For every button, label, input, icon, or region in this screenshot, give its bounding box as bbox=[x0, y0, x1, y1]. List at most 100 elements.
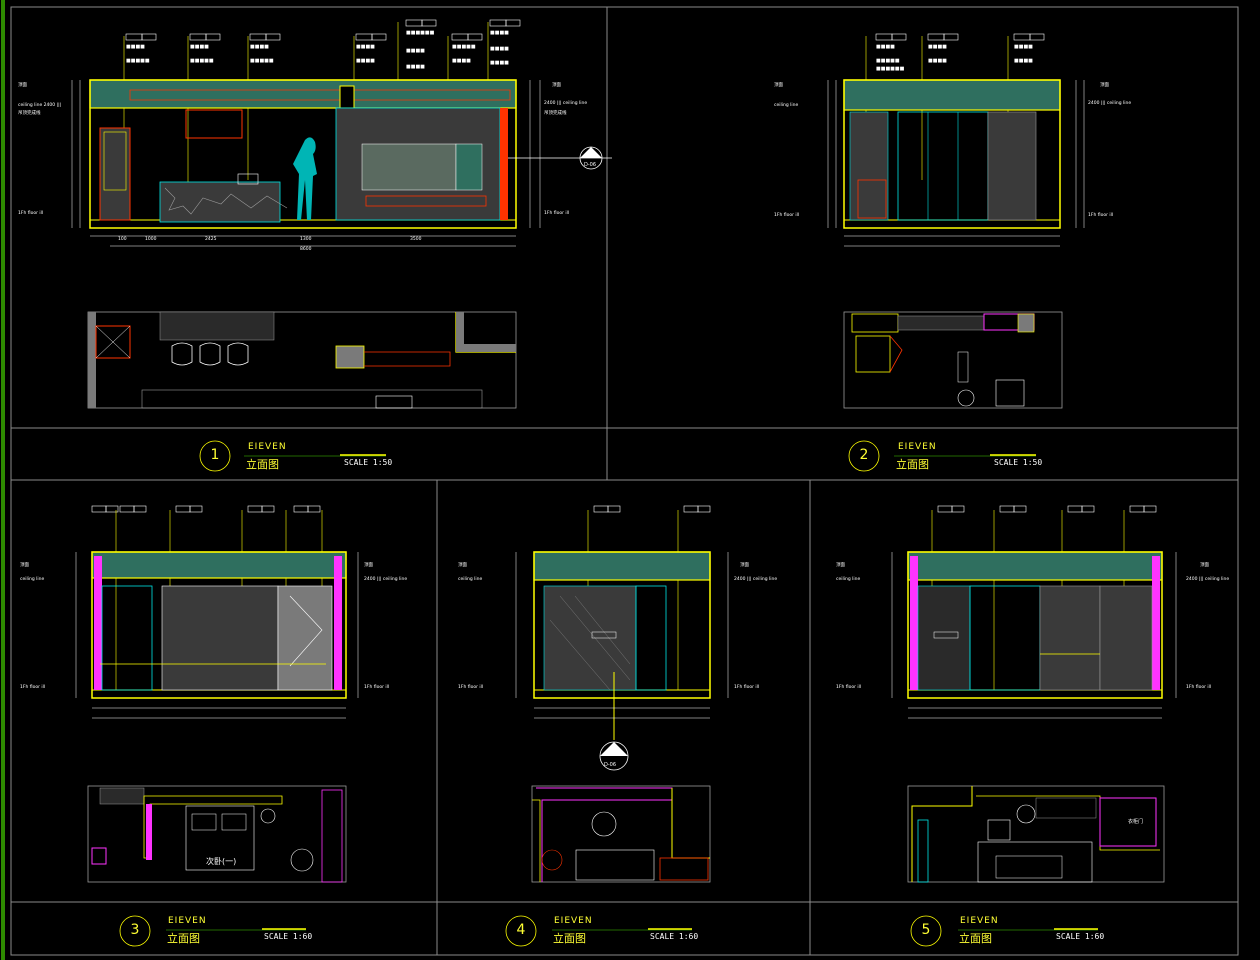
panel-1-title-en: EIEVEN bbox=[248, 442, 287, 452]
panel-5-title-cn: 立面图 bbox=[959, 932, 992, 945]
panel-1-elevation: ■■■■■■■■■ ■■■■■■■■■ ■■■■■■■■■ ■■■■■■■■ ■… bbox=[18, 19, 612, 252]
svg-text:1Fh floor ill: 1Fh floor ill bbox=[544, 210, 569, 216]
svg-text:1Fh floor ill: 1Fh floor ill bbox=[18, 210, 43, 216]
panel-5-title-en: EIEVEN bbox=[960, 916, 999, 926]
panel-3-number: 3 bbox=[130, 922, 140, 938]
panel-1-number: 1 bbox=[210, 447, 220, 463]
svg-text:ceiling line: ceiling line bbox=[836, 576, 860, 582]
svg-text:ceiling line: ceiling line bbox=[458, 576, 482, 582]
panel-5-scale: SCALE 1:60 bbox=[1056, 932, 1105, 941]
svg-text:2400 ||| ceiling line: 2400 ||| ceiling line bbox=[1186, 576, 1229, 582]
svg-text:■■■■: ■■■■ bbox=[452, 58, 471, 64]
svg-text:2400 ||| ceiling line: 2400 ||| ceiling line bbox=[544, 100, 587, 106]
panel-3-bedroom-label: 次卧(一) bbox=[206, 857, 237, 866]
section-mark-4-label: D-06 bbox=[604, 762, 616, 768]
svg-text:顶面: 顶面 bbox=[836, 562, 845, 568]
panel-5-plan bbox=[907, 785, 1165, 883]
svg-text:1300: 1300 bbox=[300, 236, 312, 242]
svg-text:1Fh floor ill: 1Fh floor ill bbox=[1088, 212, 1113, 218]
panel-1-title-cn: 立面图 bbox=[246, 458, 279, 471]
svg-text:8600: 8600 bbox=[300, 246, 312, 252]
panel-1-scale: SCALE 1:50 bbox=[344, 458, 393, 467]
svg-text:顶面: 顶面 bbox=[20, 562, 29, 568]
sheet-left-bar bbox=[1, 0, 5, 960]
panel-4-elevation: D-06 顶面 顶面 ceiling line 2400 ||| ceiling l… bbox=[458, 505, 777, 771]
svg-text:■■■■: ■■■■ bbox=[928, 44, 947, 50]
svg-text:■■■■■: ■■■■■ bbox=[876, 58, 900, 64]
svg-text:■■■■: ■■■■ bbox=[490, 30, 509, 36]
svg-text:■■■■: ■■■■ bbox=[928, 58, 947, 64]
svg-text:2400 ||| ceiling line: 2400 ||| ceiling line bbox=[1088, 100, 1131, 106]
panel-5-wardrobe-label: 衣柜门 bbox=[1128, 819, 1144, 825]
panel-4-title-cn: 立面图 bbox=[553, 932, 586, 945]
panel-4-number: 4 bbox=[516, 922, 526, 938]
svg-text:■■■■■■: ■■■■■■ bbox=[876, 66, 905, 72]
svg-text:100: 100 bbox=[118, 236, 127, 242]
svg-text:1Fh floor ill: 1Fh floor ill bbox=[1186, 684, 1211, 690]
title-block-lines bbox=[119, 440, 1098, 947]
svg-text:2400 ||| ceiling line: 2400 ||| ceiling line bbox=[364, 576, 407, 582]
svg-text:■■■■■: ■■■■■ bbox=[250, 58, 274, 64]
svg-text:顶面: 顶面 bbox=[740, 562, 749, 568]
svg-text:1000: 1000 bbox=[145, 236, 157, 242]
panel-3-title-cn: 立面图 bbox=[167, 932, 200, 945]
svg-text:■■■■■: ■■■■■ bbox=[452, 44, 476, 50]
svg-text:吊顶完成线: 吊顶完成线 bbox=[18, 109, 41, 116]
panel-2-plan bbox=[843, 311, 1063, 409]
panel-3-title-en: EIEVEN bbox=[168, 916, 207, 926]
svg-text:■■■■■: ■■■■■ bbox=[190, 58, 214, 64]
svg-text:ceiling line: ceiling line bbox=[774, 102, 798, 108]
svg-text:■■■■: ■■■■ bbox=[190, 44, 209, 50]
svg-text:■■■■: ■■■■ bbox=[406, 48, 425, 54]
panel-2-elevation: ■■■■■■■■■■■■■■■ ■■■■■■■■ ■■■■■■■■ 顶面顶面 c… bbox=[774, 33, 1131, 247]
svg-text:顶面: 顶面 bbox=[1100, 82, 1109, 88]
svg-text:2425: 2425 bbox=[205, 236, 217, 242]
svg-text:■■■■: ■■■■ bbox=[1014, 44, 1033, 50]
svg-text:■■■■■: ■■■■■ bbox=[126, 58, 150, 64]
svg-text:顶面: 顶面 bbox=[458, 562, 467, 568]
sheet-frame bbox=[10, 6, 1239, 956]
panel-5-elevation: 顶面 顶面 ceiling line 2400 ||| ceiling line 1… bbox=[836, 505, 1229, 719]
panel-3-scale: SCALE 1:60 bbox=[264, 932, 313, 941]
panel-1-leaders bbox=[125, 19, 521, 41]
panel-2-scale: SCALE 1:50 bbox=[994, 458, 1043, 467]
svg-text:■■■■: ■■■■ bbox=[356, 44, 375, 50]
panel-5-number: 5 bbox=[921, 922, 931, 938]
svg-text:顶面: 顶面 bbox=[774, 82, 783, 88]
svg-text:■■■■: ■■■■ bbox=[126, 44, 145, 50]
svg-text:■■■■: ■■■■ bbox=[356, 58, 375, 64]
panel-4-plan bbox=[531, 785, 711, 883]
panel-4-scale: SCALE 1:60 bbox=[650, 932, 699, 941]
svg-text:顶面: 顶面 bbox=[18, 82, 27, 88]
panel-3-elevation: 顶面 顶面 ceiling line 2400 ||| ceiling line 1… bbox=[20, 505, 407, 719]
panel-4-title-en: EIEVEN bbox=[554, 916, 593, 926]
svg-text:2400 ||| ceiling line: 2400 ||| ceiling line bbox=[734, 576, 777, 582]
svg-text:1Fh floor ill: 1Fh floor ill bbox=[774, 212, 799, 218]
svg-text:■■■■: ■■■■ bbox=[876, 44, 895, 50]
svg-text:■■■■: ■■■■ bbox=[490, 60, 509, 66]
svg-text:1Fh floor ill: 1Fh floor ill bbox=[734, 684, 759, 690]
panel-2-title-cn: 立面图 bbox=[896, 458, 929, 471]
svg-text:ceiling line: ceiling line bbox=[20, 576, 44, 582]
section-mark-1-label: D-06 bbox=[584, 162, 596, 168]
svg-text:1Fh floor ill: 1Fh floor ill bbox=[836, 684, 861, 690]
svg-text:1Fh floor ill: 1Fh floor ill bbox=[458, 684, 483, 690]
svg-text:■■■■■■: ■■■■■■ bbox=[406, 30, 435, 36]
svg-text:顶面: 顶面 bbox=[364, 562, 373, 568]
svg-text:吊顶完成线: 吊顶完成线 bbox=[544, 109, 567, 116]
panel-2-title-en: EIEVEN bbox=[898, 442, 937, 452]
svg-text:顶面: 顶面 bbox=[552, 82, 561, 88]
panel-3-plan bbox=[87, 785, 347, 883]
svg-text:1Fh floor ill: 1Fh floor ill bbox=[20, 684, 45, 690]
svg-text:顶面: 顶面 bbox=[1200, 562, 1209, 568]
panel-2-number: 2 bbox=[859, 447, 869, 463]
svg-text:3500: 3500 bbox=[410, 236, 422, 242]
svg-text:■■■■: ■■■■ bbox=[406, 64, 425, 70]
svg-text:■■■■: ■■■■ bbox=[1014, 58, 1033, 64]
svg-text:ceiling line 2400 |||: ceiling line 2400 ||| bbox=[18, 102, 61, 108]
svg-text:■■■■: ■■■■ bbox=[490, 46, 509, 52]
panel-1-plan bbox=[87, 311, 517, 409]
svg-text:■■■■: ■■■■ bbox=[250, 44, 269, 50]
svg-text:1Fh floor ill: 1Fh floor ill bbox=[364, 684, 389, 690]
